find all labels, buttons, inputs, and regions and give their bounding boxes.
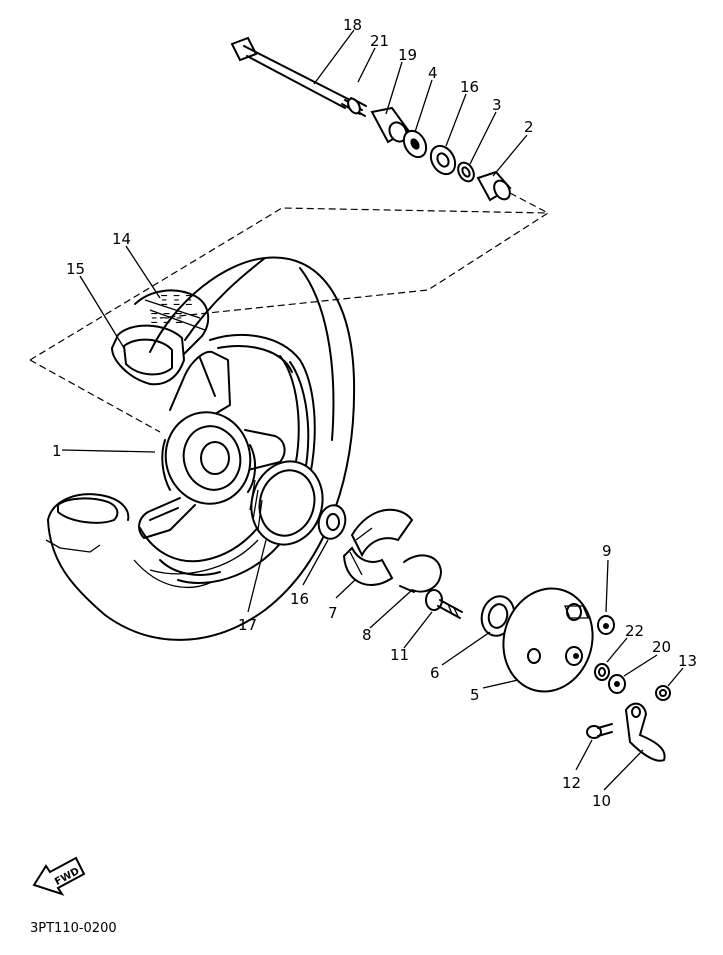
callout-14: 14 <box>112 230 131 248</box>
hub-oil-seal <box>249 460 324 546</box>
callout-21: 21 <box>370 32 389 50</box>
leader-lines <box>61 29 684 791</box>
svg-text:Ξ Ξ Ξ: Ξ Ξ Ξ <box>150 312 183 327</box>
wheel-bearing <box>317 504 347 540</box>
callout-12: 12 <box>562 774 581 792</box>
bolt <box>586 723 613 739</box>
callout-11: 11 <box>390 646 409 664</box>
callout-3: 3 <box>492 96 502 114</box>
callout-labels: 18 21 19 4 16 3 2 14 15 1 16 7 17 8 11 6… <box>52 16 697 810</box>
brake-shoe-plate <box>502 587 594 693</box>
tube-valve-section <box>111 324 185 386</box>
forward-direction-arrow: FWD <box>32 856 86 896</box>
callout-5: 5 <box>470 686 480 704</box>
callout-20: 20 <box>652 638 671 656</box>
axle-assembly <box>230 36 512 202</box>
callout-9: 9 <box>602 542 612 560</box>
brake-spring <box>399 554 442 593</box>
callout-1: 1 <box>52 442 62 460</box>
wheel-rim <box>138 334 316 584</box>
callout-10: 10 <box>592 792 611 810</box>
callout-7: 7 <box>328 604 338 622</box>
callout-16-upper: 16 <box>460 78 479 96</box>
callout-15: 15 <box>66 260 85 278</box>
callout-4: 4 <box>428 64 438 82</box>
callout-6: 6 <box>430 664 440 682</box>
inner-tube: Ξ Ξ Ξ Ξ Ξ Ξ <box>134 289 210 355</box>
callout-22: 22 <box>625 622 644 640</box>
brake-shoe <box>342 508 414 586</box>
assembly-guide-lines <box>29 192 550 433</box>
drawing-code: 3PT110-0200 <box>30 921 117 936</box>
tire <box>45 256 356 641</box>
small-hardware <box>594 615 671 701</box>
brake-cam <box>425 589 463 619</box>
callout-16-lower: 16 <box>290 590 309 608</box>
callout-2: 2 <box>524 118 534 136</box>
cam-lever <box>624 702 666 762</box>
svg-text:Ξ Ξ Ξ: Ξ Ξ Ξ <box>160 294 193 309</box>
callout-18: 18 <box>343 16 362 34</box>
callout-13: 13 <box>678 652 697 670</box>
callout-19: 19 <box>398 46 417 64</box>
callout-17: 17 <box>238 616 257 634</box>
callout-8: 8 <box>362 626 372 644</box>
